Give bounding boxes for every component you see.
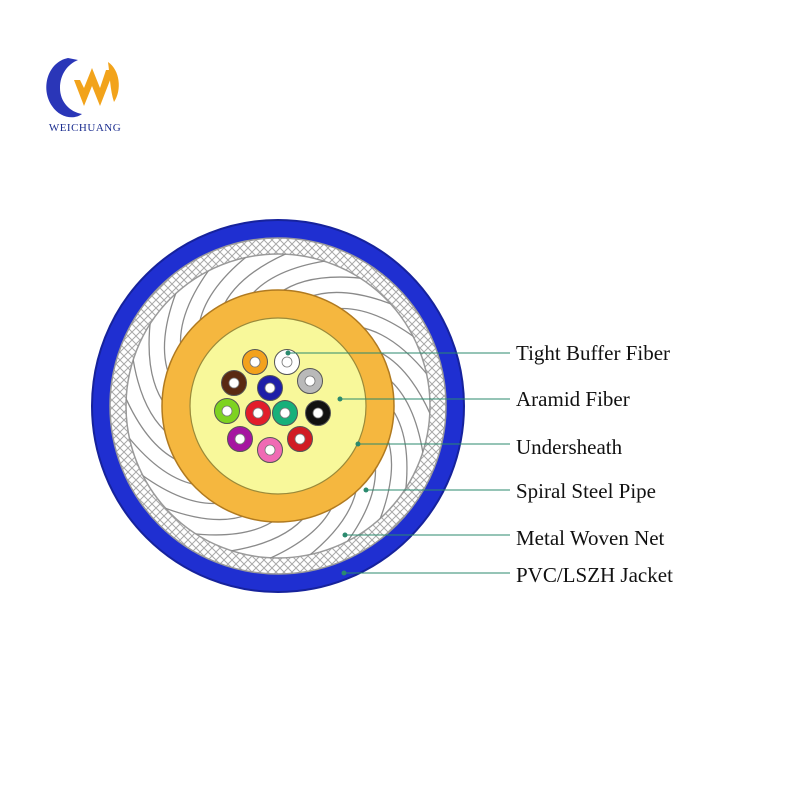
callouts: Tight Buffer Fiber Aramid Fiber Undershe… [285, 341, 673, 587]
callout-dot-pvc-lszh-jacket [341, 570, 347, 576]
callout-dot-tight-buffer-fiber [285, 350, 291, 356]
brand-name: WEICHUANG [48, 122, 122, 134]
callout-label-pvc-lszh-jacket: PVC/LSZH Jacket [516, 563, 673, 587]
callout-label-spiral-steel-pipe: Spiral Steel Pipe [516, 479, 656, 503]
callout-dot-metal-woven-net [342, 532, 348, 538]
fiber-core-12 [294, 433, 306, 445]
fiber-core-2 [281, 356, 293, 368]
callout-label-tight-buffer-fiber: Tight Buffer Fiber [516, 341, 670, 365]
fiber-core-1 [249, 356, 261, 368]
fiber-core-7 [252, 407, 264, 419]
fiber-core-5 [304, 375, 316, 387]
weichuang-logo-icon [46, 58, 119, 118]
tight-buffer-fibers [214, 349, 331, 463]
fiber-core-4 [264, 382, 276, 394]
fiber-core-8 [279, 407, 291, 419]
fiber-core-3 [228, 377, 240, 389]
fiber-core-6 [221, 405, 233, 417]
callout-dot-undersheath [355, 441, 361, 447]
callout-dot-aramid-fiber [337, 396, 343, 402]
fiber-core-11 [264, 444, 276, 456]
fiber-core-9 [312, 407, 324, 419]
callout-label-aramid-fiber: Aramid Fiber [516, 387, 630, 411]
callout-label-undersheath: Undersheath [516, 435, 623, 459]
callout-label-metal-woven-net: Metal Woven Net [516, 526, 665, 550]
callout-dot-spiral-steel-pipe [363, 487, 369, 493]
fiber-core-10 [234, 433, 246, 445]
